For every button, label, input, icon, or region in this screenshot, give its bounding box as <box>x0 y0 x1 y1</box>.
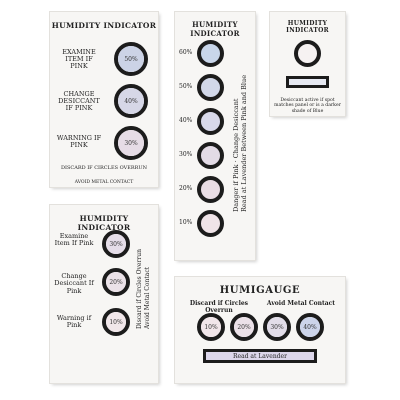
indicator-circle-50: 50% <box>114 42 148 76</box>
read-label: Read at Lavender <box>233 352 287 360</box>
card3-note: Desiccant active if spot matches panel o… <box>274 98 341 114</box>
circle-fill: 30% <box>267 317 287 337</box>
indicator-circle: 10% <box>197 313 225 341</box>
avoid-text: Avoid metal contact <box>74 180 134 185</box>
indicator-circle <box>197 74 224 101</box>
card-title: Humidity Indicator <box>77 214 131 232</box>
card4-label-2: Warning if Pink <box>56 314 92 330</box>
pct-label: 50% <box>179 83 193 90</box>
indicator-circle-30: 30% <box>114 126 148 160</box>
circle-pct: 30% <box>124 139 138 147</box>
circle-pct: 40% <box>303 323 317 331</box>
circle-fill: 30% <box>118 130 144 156</box>
avoid-text: Avoid Metal Contact <box>144 266 151 329</box>
indicator-spot <box>294 40 321 67</box>
humidity-card-2: Humidity Indicator 60%50%40%30%20%10% Da… <box>175 12 255 260</box>
indicator-circle <box>197 108 224 135</box>
indicator-circle-20: 20% <box>102 268 130 296</box>
circle-fill: 10% <box>106 312 126 332</box>
circle-pct: 50% <box>124 55 138 63</box>
read-text: Read at Lavender Between Pink and Blue <box>240 74 248 212</box>
card-title: Humidity Indicator <box>190 20 240 38</box>
pct-label: 60% <box>179 49 193 56</box>
indicator-circle <box>197 40 224 67</box>
circle-pct: 40% <box>124 97 138 105</box>
humidity-card-1: Humidity Indicator Examine Item If Pink … <box>50 12 158 187</box>
pct-label: 40% <box>179 117 193 124</box>
indicator-circle <box>197 142 224 169</box>
pct-label: 30% <box>179 151 193 158</box>
circle-fill: 10% <box>201 317 221 337</box>
indicator-circle: 20% <box>230 313 258 341</box>
pct-label: 20% <box>179 185 193 192</box>
circle-pct: 30% <box>270 323 284 331</box>
card1-label-1: Change Desiccant If Pink <box>58 90 100 113</box>
card1-label-0: Examine Item If Pink <box>62 48 96 71</box>
indicator-circle-40: 40% <box>114 84 148 118</box>
pct-label: 10% <box>179 219 193 226</box>
card-title: Humidity Indicator <box>51 21 157 30</box>
card4-label-0: Examine Item If Pink <box>54 232 94 248</box>
indicator-circle <box>197 176 224 203</box>
circle-fill: 30% <box>106 234 126 254</box>
humidity-card-4: Humidity Indicator Examine Item If Pink … <box>50 205 158 383</box>
discard-text: Discard if Circles Overrun <box>136 249 143 329</box>
indicator-circle <box>197 210 224 237</box>
circle-pct: 20% <box>109 278 123 286</box>
discard-text: Discard if circles overrun <box>60 165 147 171</box>
circle-pct: 30% <box>109 240 123 248</box>
circle-fill: 50% <box>118 46 144 72</box>
circle-fill: 40% <box>300 317 320 337</box>
circle-fill: 40% <box>118 88 144 114</box>
circle-fill: 20% <box>106 272 126 292</box>
card4-label-1: Change Desiccant If Pink <box>54 272 94 295</box>
indicator-circle-30: 30% <box>102 230 130 258</box>
indicator-circle: 30% <box>263 313 291 341</box>
card-title: HumiGauge <box>219 285 301 296</box>
humidity-card-3: Humidity Indicator Desiccant active if s… <box>270 12 345 116</box>
reference-panel <box>286 76 329 88</box>
humigauge-card: HumiGauge Discard if Circles Overrun Avo… <box>175 277 345 383</box>
indicator-circle: 40% <box>296 313 324 341</box>
discard-text: Discard if Circles Overrun <box>189 300 249 314</box>
card-title: Humidity Indicator <box>286 20 329 34</box>
indicator-circle-10: 10% <box>102 308 130 336</box>
circle-pct: 10% <box>109 318 123 326</box>
circle-pct: 20% <box>237 323 251 331</box>
circle-fill: 20% <box>234 317 254 337</box>
avoid-text: Avoid Metal Contact <box>266 300 336 307</box>
card1-label-2: Warning If Pink <box>56 134 102 150</box>
circle-pct: 10% <box>204 323 218 331</box>
read-panel: Read at Lavender <box>203 349 317 363</box>
